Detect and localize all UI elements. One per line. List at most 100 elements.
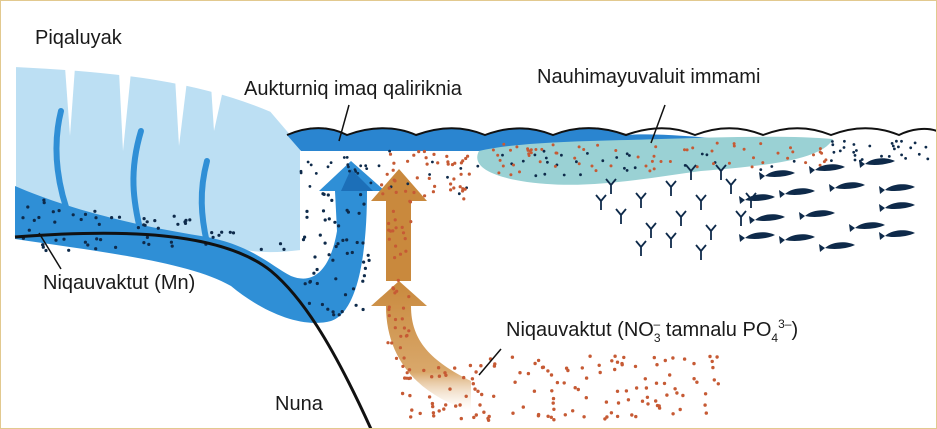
iron-particle — [855, 149, 858, 152]
nutrient-particle — [634, 415, 637, 418]
iron-particle — [146, 236, 149, 239]
fish-icon — [779, 188, 815, 198]
nutrient-particle — [511, 412, 514, 415]
fish-icon — [879, 184, 915, 194]
iron-particle — [330, 199, 333, 202]
iron-particle — [93, 210, 96, 213]
nutrient-particle — [459, 185, 462, 188]
nutrient-particle — [478, 403, 481, 406]
nutrient-particle — [462, 376, 465, 379]
nutrient-particle — [403, 356, 406, 359]
nutrient-particle — [596, 144, 599, 147]
iron-particle — [146, 220, 149, 223]
iron-particle — [94, 216, 97, 219]
iron-particle — [80, 218, 83, 221]
iron-particle — [370, 182, 373, 185]
nutrient-particle — [401, 226, 404, 229]
nutrient-particle — [819, 164, 822, 167]
nutrient-particle — [390, 341, 393, 344]
iron-particle — [900, 154, 903, 157]
nutrient-particle — [410, 408, 413, 411]
nutrient-particle — [406, 371, 409, 374]
nutrient-particle — [399, 346, 402, 349]
nutrient-particle — [476, 390, 479, 393]
nutrient-particle — [686, 148, 689, 151]
nutrient-particle — [443, 371, 446, 374]
iron-particle — [545, 157, 548, 160]
iron-particle — [279, 242, 282, 245]
iron-particle — [173, 215, 176, 218]
nutrient-particle — [392, 169, 395, 172]
nutrient-particle — [675, 391, 678, 394]
nutrient-particle — [581, 366, 584, 369]
nutrient-particle — [541, 366, 544, 369]
iron-particle — [67, 249, 70, 252]
iron-particle — [501, 154, 504, 157]
nutrient-particle — [492, 149, 495, 152]
nutrient-particle — [653, 155, 656, 158]
iron-particle — [909, 146, 912, 149]
nutrient-label-main: Niqauvaktut (NO — [506, 319, 654, 341]
iron-particle — [361, 241, 364, 244]
iron-particle — [188, 218, 191, 221]
nutrient-particle — [668, 373, 671, 376]
nutrient-particle — [550, 389, 553, 392]
iron-particle — [153, 219, 156, 222]
meltwater-plume-label: Aukturniq imaq qaliriknia — [244, 79, 462, 99]
iron-particle — [534, 154, 537, 157]
iron-particle — [626, 152, 629, 155]
iron-particle — [323, 193, 326, 196]
nutrient-particle — [533, 362, 536, 365]
iron-particle — [344, 293, 347, 296]
iron-particle — [623, 167, 626, 170]
iron-particle — [345, 238, 348, 241]
nutrient-particle — [408, 368, 411, 371]
iron-particle — [322, 209, 325, 212]
iron-particle — [171, 245, 174, 248]
bedrock-label: Nuna — [275, 394, 323, 414]
nutrient-particle — [449, 182, 452, 185]
iron-particle — [335, 245, 338, 248]
iron-particle — [327, 193, 330, 196]
iron-particle — [341, 239, 344, 242]
nutrient-particle — [716, 142, 719, 145]
iron-particle — [220, 231, 223, 234]
nutrient-particle — [492, 395, 495, 398]
nutrient-particle — [438, 409, 441, 412]
iron-particle — [332, 310, 335, 313]
iron-particle — [94, 247, 97, 250]
zooplankton-icon — [736, 211, 746, 226]
nutrient-label-mid: tamnalu PO — [660, 319, 771, 341]
nutrient-particle — [671, 356, 674, 359]
iron-particle — [861, 158, 864, 161]
fish-icon — [799, 210, 835, 220]
zooplankton-icon — [676, 211, 686, 226]
nutrient-particle — [432, 411, 435, 414]
nutrient-particle — [423, 150, 426, 153]
nutrient-particle — [552, 143, 555, 146]
nutrient-particle — [472, 416, 475, 419]
nutrient-particle — [432, 414, 435, 417]
nutrient-particle — [786, 157, 789, 160]
iron-particle — [309, 185, 312, 188]
iron-particle — [326, 308, 329, 311]
nutrient-particle — [658, 404, 661, 407]
iron-particle — [363, 274, 366, 277]
nutrient-particle — [644, 377, 647, 380]
nutrient-particle — [713, 378, 716, 381]
nutrient-particle — [711, 150, 714, 153]
nutrient-particle — [582, 148, 585, 151]
nutrient-particle — [389, 153, 392, 156]
nutrient-particle — [469, 364, 472, 367]
zooplankton-icon — [666, 181, 676, 196]
nutrient-particle — [588, 355, 591, 358]
nutrient-particle — [533, 390, 536, 393]
nutrient-particle — [789, 146, 792, 149]
nutrient-particle — [412, 191, 415, 194]
nutrient-particle — [692, 362, 695, 365]
iron-particle — [628, 154, 631, 157]
fish-icon — [739, 232, 775, 242]
iron-particle — [86, 243, 89, 246]
iron-particle — [212, 236, 215, 239]
nutrient-particle — [704, 392, 707, 395]
